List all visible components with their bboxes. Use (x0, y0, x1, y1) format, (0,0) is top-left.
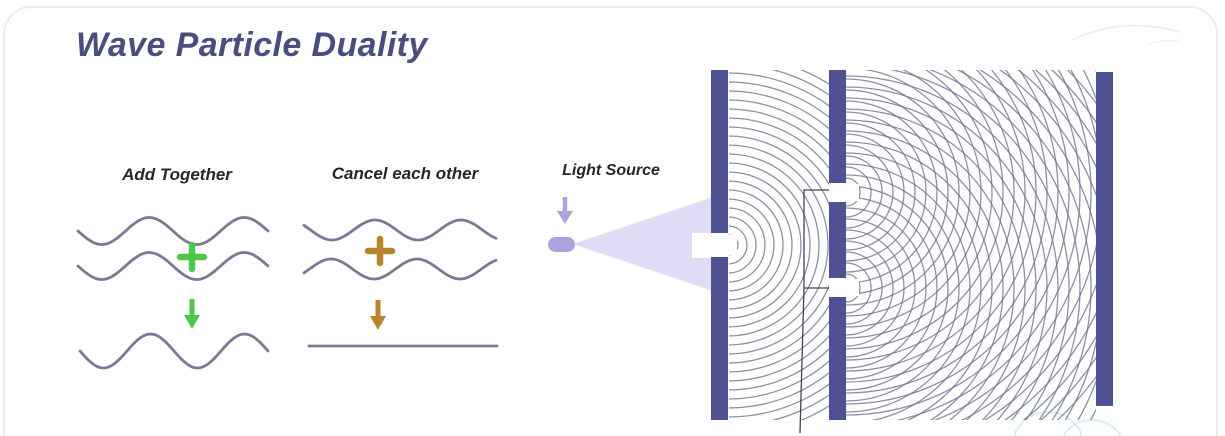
wavefront-arc-top-slit (846, 70, 1026, 372)
wavefront-arc-top-slit (846, 70, 1037, 383)
wavefront-arc-bottom-slit (846, 97, 1037, 420)
wavefront-arc-bottom-slit (846, 174, 960, 402)
wavefront-arc-top-slit (846, 133, 905, 251)
wavefront-arc (729, 234, 739, 256)
light-source-label: Light Source (562, 162, 660, 179)
cancel-plus-icon (364, 235, 396, 267)
barriers-group (711, 70, 1113, 420)
wavefront-arc-top-slit (846, 70, 982, 328)
double-slit-barrier (829, 70, 846, 183)
wavefront-arc-bottom-slit (846, 240, 894, 336)
wavefront-arc-bottom-slit (846, 196, 938, 380)
wavefront-arc-top-slit (895, 70, 1081, 420)
slit-openings (729, 184, 859, 296)
wavefront-arc-top-slit (846, 144, 894, 240)
light-source-down-arrow-icon (557, 211, 573, 224)
wavefront-arc-bottom-slit (846, 273, 861, 303)
wavefront-arc-bottom-slit (846, 141, 993, 420)
wavefront-arc (729, 171, 802, 319)
cancel-wave-top (302, 218, 498, 242)
wavefront-arc-bottom-slit (929, 70, 1081, 420)
wavefront-arc-bottom-slit (889, 70, 1070, 420)
wavefront-arc-bottom-slit (846, 75, 1059, 420)
wavefront-arc (729, 207, 766, 283)
wavefront-arc-bottom-slit (846, 229, 905, 347)
faint-artifact-top (1071, 24, 1181, 41)
wavefront-arc-top-slit (846, 100, 938, 284)
add-plus-icon (176, 241, 208, 273)
faint-artifact-bottom (1061, 419, 1123, 436)
wavefront-arc-bottom-slit (846, 152, 982, 420)
wavefront-arc-bottom-slit (846, 262, 872, 314)
wavefront-arc-bottom-slit (846, 130, 1004, 420)
double-slit-interference-wavefronts (846, 70, 1096, 420)
cancel-down-arrow-icon (370, 316, 386, 330)
slit-mouth (846, 184, 859, 201)
wavefront-arc-top-slit (846, 70, 1070, 416)
wavefront-arc (729, 153, 820, 337)
slit-bracket-pointer (799, 189, 829, 434)
faint-artifact-top (1147, 39, 1181, 45)
add-wave-top (76, 216, 270, 246)
watermark-artifacts (1013, 24, 1181, 436)
wavefront-arc-top-slit (846, 177, 861, 207)
wavefront-arc (729, 216, 757, 274)
add-result-wave (78, 332, 270, 370)
wavefront-arc-top-slit (846, 70, 1059, 405)
wavefront-arc-top-slit (846, 70, 1004, 350)
wavefront-arc-top-slit (846, 89, 949, 295)
detection-screen (1096, 72, 1113, 406)
wavefront-arc-bottom-slit (846, 207, 927, 369)
single-slit-wavefronts (729, 70, 829, 420)
light-beam-group (548, 196, 730, 292)
wavefront-arc-top-slit (846, 166, 872, 218)
add-wave-bottom (76, 251, 270, 281)
add-together-label: Add Together (122, 165, 232, 184)
slit-pointer-group (799, 189, 829, 434)
light-beam-cone (573, 196, 716, 292)
wavefront-arc-top-slit (846, 70, 1015, 361)
faint-artifact-bottom (1013, 411, 1083, 436)
slit-mouth (846, 279, 859, 296)
add-down-arrow-icon (184, 315, 200, 329)
wavefront-arc-top-slit (846, 78, 960, 306)
double-slit-barrier (829, 202, 846, 278)
wavefront-arc-top-slit (933, 70, 1092, 420)
figure-title: Wave Particle Duality (76, 26, 428, 64)
wavefront-arc (729, 144, 829, 346)
cancel-wave-bottom (302, 257, 498, 281)
flashlight-icon (548, 237, 575, 252)
wavefront-arc-bottom-slit (846, 108, 1026, 420)
wavefront-arc (729, 162, 811, 328)
wavefront-arc-top-slit (846, 122, 916, 262)
wavefront-arc (729, 198, 775, 292)
wavefront-arc-bottom-slit (956, 70, 1092, 420)
single-slit-barrier (711, 70, 728, 233)
wavefront-arc-bottom-slit (846, 185, 949, 391)
single-slit-gap (692, 233, 730, 258)
wavefront-arc (729, 225, 748, 265)
double-slit-barrier (829, 297, 846, 420)
single-slit-barrier (711, 257, 728, 420)
wave-addition-panels (76, 216, 499, 370)
wavefront-arc (729, 189, 784, 301)
wavefront-arc-bottom-slit (846, 119, 1015, 420)
wavefront-arc-top-slit (846, 70, 993, 339)
wavefront-arc-bottom-slit (846, 218, 916, 358)
slit-mouth (729, 235, 737, 255)
wavefront-arc-top-slit (846, 111, 927, 273)
cancel-each-other-label: Cancel each other (331, 164, 479, 183)
wavefront-arc (729, 180, 793, 310)
